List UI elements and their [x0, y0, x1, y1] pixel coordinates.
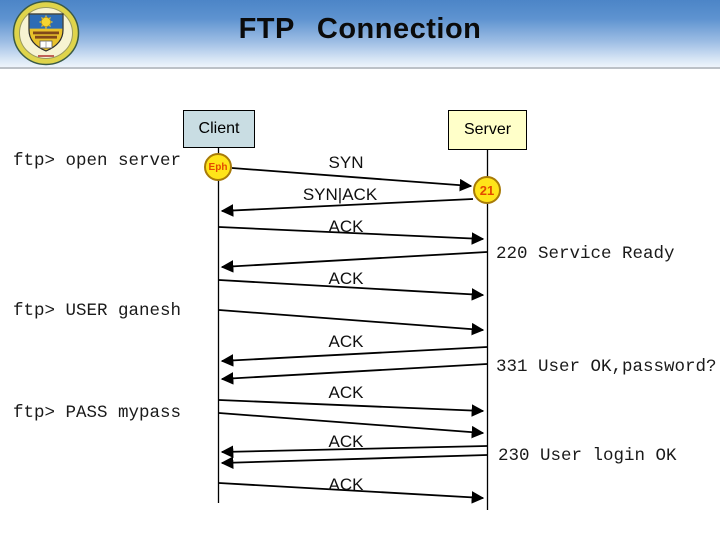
ack-label-6: ACK — [328, 475, 364, 494]
header-divider — [0, 67, 720, 69]
ack-label-2: ACK — [328, 269, 364, 288]
client-port-badge: Eph — [204, 153, 232, 181]
arrow-ack-5 — [220, 445, 488, 459]
server-response-220: 220 Service Ready — [496, 244, 675, 264]
ack-label-1: ACK — [328, 217, 364, 236]
arrow-reply-230 — [220, 454, 488, 469]
arrow-syn-ack — [220, 198, 474, 217]
ack-label-3: ACK — [328, 332, 364, 351]
ftp-command-user: ftp> USER ganesh — [13, 301, 182, 321]
arrow-syn — [231, 167, 473, 192]
server-box-label: Server — [463, 121, 512, 138]
client-box-label: Client — [198, 120, 240, 137]
header-banner — [0, 0, 720, 67]
arrow-pass-command — [218, 412, 485, 439]
ftp-command-pass: ftp> PASS mypass — [13, 403, 182, 423]
syn-ack-label: SYN|ACK — [302, 185, 378, 204]
server-response-331: 331 User OK,password? — [496, 357, 717, 377]
university-crest-logo — [12, 0, 80, 66]
arrow-ack-4 — [218, 399, 485, 417]
server-box: Server — [448, 110, 527, 150]
server-port-badge: 21 — [473, 176, 501, 204]
arrow-reply-220 — [220, 251, 488, 273]
ack-label-4: ACK — [328, 383, 364, 402]
arrow-ack-1 — [218, 226, 485, 245]
page-title: FTP Connection — [238, 13, 482, 45]
arrow-ack-2 — [218, 279, 485, 301]
arrow-user-command — [218, 309, 485, 336]
arrow-ack-3 — [220, 346, 488, 367]
ftp-command-open: ftp> open server — [13, 151, 182, 171]
arrow-ack-6 — [218, 482, 485, 504]
client-box: Client — [183, 110, 255, 148]
server-response-230: 230 User login OK — [498, 446, 677, 466]
arrow-reply-331 — [220, 363, 488, 385]
ack-label-5: ACK — [328, 432, 364, 451]
syn-label: SYN — [328, 153, 364, 172]
